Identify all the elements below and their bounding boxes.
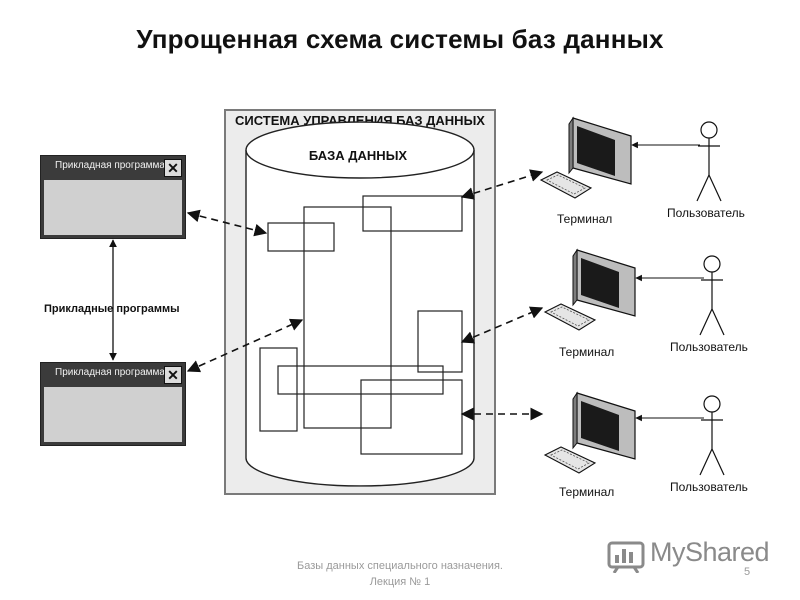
app-programs-label: Прикладные программы [44,303,180,315]
footer-line-2: Лекция № 1 [369,576,431,588]
terminal-3-label: Терминал [559,485,615,499]
slide-title: Упрощенная схема системы баз данных [136,24,664,54]
terminal-2-label: Терминал [559,345,615,359]
slide-footer: Базы данных специального назначения. Лек… [270,558,530,590]
chart-bars-icon [607,541,645,574]
arrow-term1-db [460,169,544,200]
app-window-2: Прикладная программа ✕ [40,362,186,446]
user-2-icon [699,255,725,336]
user-2-label: Пользователь [670,340,748,354]
close-icon[interactable]: ✕ [164,159,182,177]
arrow-term2-db [460,306,544,344]
close-icon[interactable]: ✕ [164,366,182,384]
app-window-1-body [44,180,182,235]
terminal-1-icon [539,116,632,199]
terminal-3-icon [543,391,636,474]
user-3-label: Пользователь [670,480,748,494]
dbms-label: СИСТЕМА УПРАВЛЕНИЯ БАЗ ДАННЫХ [235,113,485,128]
app-window-1: Прикладная программа ✕ [40,155,186,239]
dashed-arrows [186,169,544,421]
database-label: БАЗА ДАННЫХ [308,148,408,163]
database-cylinder [245,121,475,487]
user-1-label: Пользователь [667,206,745,220]
arrow-app2-db [186,318,304,373]
footer-line-1: Базы данных специального назначения. [297,560,503,572]
app-window-1-title: Прикладная программа [55,160,165,171]
arrow-app1-db [186,209,268,237]
terminal-1-label: Терминал [557,212,613,226]
data-rect-3 [267,222,335,252]
user-3-icon [699,395,725,476]
user-1-icon [696,121,722,202]
myshared-logo: MyShared [606,533,770,574]
logo-text: MyShared [650,537,770,567]
data-rect-1 [303,206,392,429]
terminal-2-icon [543,248,636,331]
page-number: 5 [744,566,751,578]
app-window-2-title: Прикладная программа [55,367,165,378]
data-rect-2 [362,195,463,232]
app-window-2-body [44,387,182,442]
